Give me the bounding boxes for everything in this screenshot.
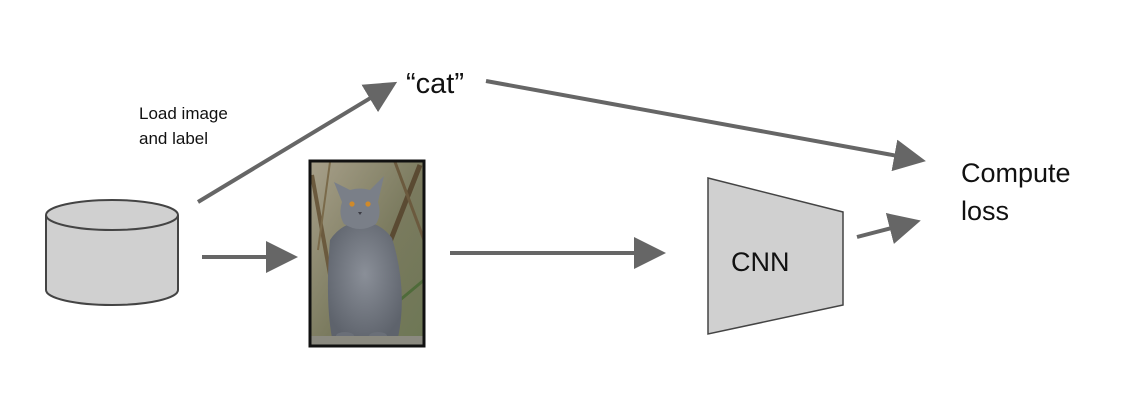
arrow-cnn-to-loss [856,213,921,245]
arrow-db-to-label [196,81,398,204]
load-image-line2: and label [139,129,209,148]
compute-loss-label: Compute loss [961,154,1071,230]
arrow-label-to-loss [485,79,926,172]
cnn-label: CNN [731,247,790,277]
load-image-label: Load image and label [139,101,228,151]
load-image-line1: Load image [139,104,228,123]
database-icon [45,199,179,306]
cat-photo [308,159,426,348]
cnn-block [707,177,844,335]
compute-loss-line2: loss [961,196,1010,226]
compute-loss-line1: Compute [961,158,1071,188]
cat-label: “cat” [406,68,464,100]
